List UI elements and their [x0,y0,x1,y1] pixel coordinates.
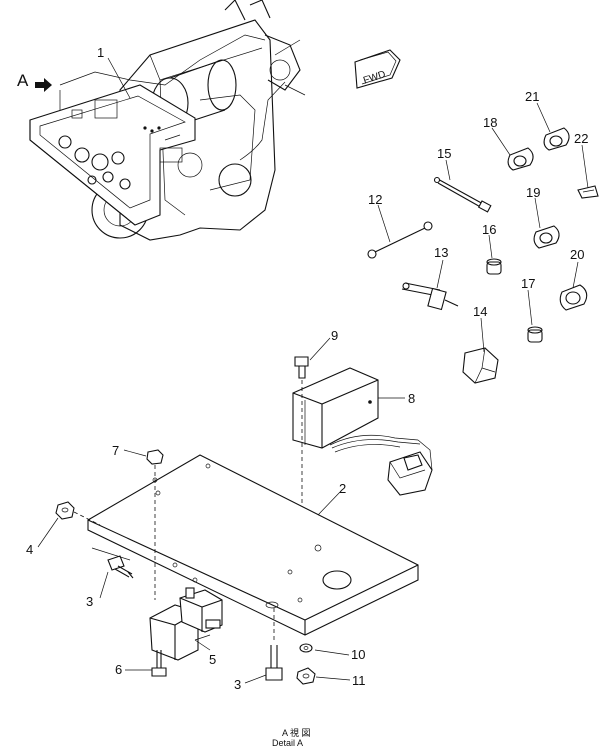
callout-1: 1 [97,45,104,60]
base-plate [87,454,419,636]
part-20 [559,284,588,311]
controller-box [292,356,433,610]
nut-7 [146,449,164,600]
fwd-label: FWD [362,69,387,87]
part-12 [367,221,433,259]
callout-19: 19 [526,185,540,200]
callout-13: 13 [434,245,448,260]
engine-assembly [59,0,306,241]
callout-16: 16 [482,222,496,237]
view-marker-letter: A [17,71,29,90]
fwd-direction-badge: FWD [354,49,401,89]
part-16 [486,258,502,275]
view-marker: A [17,71,52,92]
callout-18: 18 [483,115,497,130]
callout-14: 14 [473,304,487,319]
small-parts [367,127,599,384]
part-18 [507,147,534,171]
washer-10 [299,643,313,653]
switch-block-5 [149,587,223,677]
bolt-3-left [91,547,134,579]
callout-5: 5 [209,652,216,667]
callout-3: 3 [234,677,241,692]
figure-caption: A 視 図 Detail A [272,727,311,748]
callout-11: 11 [352,673,366,688]
callout-4: 4 [26,542,33,557]
part-21 [543,127,570,151]
caption-line-2: Detail A [272,738,303,748]
callout-6: 6 [115,662,122,677]
part-14 [462,347,499,384]
part-22 [577,185,599,199]
leader-lines [37,57,589,684]
callout-2: 2 [339,481,346,496]
nut-4 [55,501,101,526]
callout-21: 21 [525,89,539,104]
callout-15: 15 [437,146,451,161]
part-19 [533,225,560,249]
callout-10: 10 [351,647,365,662]
callout-22: 22 [574,131,588,146]
callout-12: 12 [368,192,382,207]
part-13 [401,282,459,311]
callout-3: 3 [86,594,93,609]
instrument-panel [29,84,196,226]
bolt-3-lower [265,608,283,681]
part-17 [527,326,543,343]
callout-labels: 1 2 3 3 4 5 6 7 8 9 10 11 12 13 14 15 16… [26,45,588,692]
nut-11 [296,667,316,685]
callout-17: 17 [521,276,535,291]
callout-8: 8 [408,391,415,406]
callout-7: 7 [112,443,119,458]
callout-20: 20 [570,247,584,262]
caption-line-1: A 視 図 [282,727,311,738]
part-15 [433,176,492,213]
callout-9: 9 [331,328,338,343]
